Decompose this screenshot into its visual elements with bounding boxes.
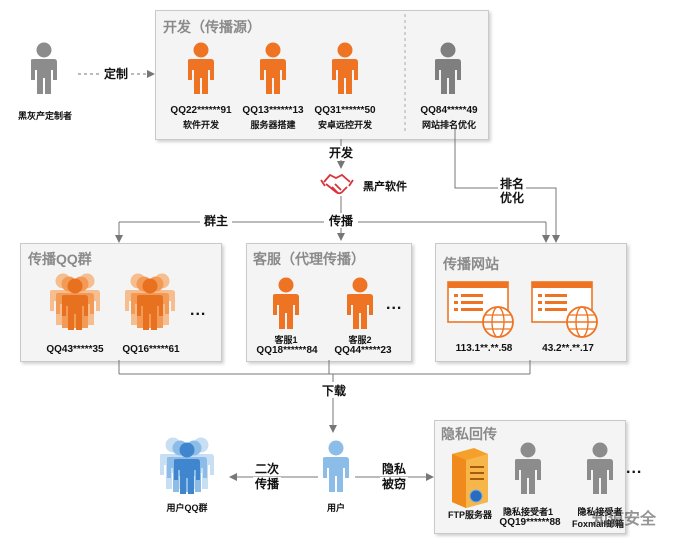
privacy-panel-title: 隐私回传 [441, 426, 497, 442]
website-icon-2 [531, 281, 598, 338]
customizer-label: 黑灰产定制者 [17, 111, 72, 121]
secondary-label: 二次 [253, 462, 281, 476]
privacy-receiver-id-1: QQ19******88 [499, 517, 561, 528]
user-qq-group-label: 用户QQ群 [166, 503, 208, 513]
user-qq-group-icon [160, 437, 214, 494]
spread-label: 传播 [325, 214, 357, 228]
qq-group-id-1: QQ43*****35 [46, 344, 104, 355]
website-icon-1 [447, 281, 514, 338]
watermark-text: 知道安全 [592, 511, 657, 528]
user-person-icon [323, 440, 349, 492]
seo-person-icon [435, 42, 461, 94]
cs-agent-name-2: 客服2 [348, 335, 372, 345]
dev-person-role-3: 安卓远控开发 [317, 120, 372, 130]
cs-agent-name-1: 客服1 [274, 335, 298, 345]
cs-agent-id-1: QQ18******84 [256, 345, 318, 356]
site-ip-1: 113.1**.**.58 [455, 343, 513, 354]
dev-person-role-1: 软件开发 [182, 120, 219, 130]
qq-group-icon-2 [125, 273, 175, 330]
dev-person-id-2: QQ13******13 [242, 105, 304, 116]
cs-agent-id-2: QQ44*****23 [334, 345, 392, 356]
black-software-label: 黑产软件 [363, 181, 407, 193]
customize-label: 定制 [102, 67, 130, 81]
optimize-label: 优化 [498, 191, 526, 205]
stolen-label: 被窃 [380, 477, 408, 491]
develop-label: 开发 [327, 146, 355, 160]
dev-panel-title: 开发（传播源） [163, 19, 261, 35]
site-panel-title: 传播网站 [443, 256, 499, 272]
cs-panel-title: 客服（代理传播） [253, 251, 365, 267]
qq-group-panel-title: 传播QQ群 [28, 251, 92, 267]
site-ip-2: 43.2**.**.17 [542, 343, 594, 354]
qq-group-icon-1 [50, 273, 100, 330]
privacy-more: ... [626, 460, 643, 477]
cs-more: ... [386, 296, 403, 313]
site-panel [435, 243, 627, 362]
dev-person-icon-2 [260, 42, 286, 94]
seo-person-id: QQ84*****49 [420, 105, 478, 116]
handshake-icon [320, 173, 354, 195]
ftp-server-icon [452, 448, 488, 508]
group-owner-label: 群主 [200, 214, 232, 228]
customizer-person-icon [31, 42, 57, 94]
ftp-label: FTP服务器 [448, 510, 492, 520]
privacy-receiver-icon-2 [587, 442, 613, 494]
privacy-label: 隐私 [380, 462, 408, 476]
dev-person-icon-1 [188, 42, 214, 94]
dev-person-id-3: QQ31******50 [314, 105, 376, 116]
privacy-receiver-name-2: 隐私接受者 [577, 507, 623, 517]
cs-agent-icon-2 [347, 277, 373, 329]
seo-person-role: 网站排名优化 [421, 120, 476, 130]
dev-person-id-1: QQ22******91 [170, 105, 232, 116]
secondary2-label: 传播 [253, 477, 281, 491]
user-label: 用户 [326, 503, 345, 513]
dev-person-icon-3 [332, 42, 358, 94]
privacy-receiver-icon-1 [515, 442, 541, 494]
cs-agent-icon-1 [273, 277, 299, 329]
privacy-receiver-id-2: Foxmail邮箱 [571, 519, 624, 529]
dev-person-role-2: 服务器搭建 [250, 120, 296, 130]
qq-group-id-2: QQ16*****61 [122, 344, 180, 355]
ranking-label: 排名 [498, 177, 526, 191]
qq-group-more: ... [190, 302, 207, 319]
download-label: 下载 [319, 384, 349, 398]
privacy-receiver-name-1: 隐私接受者1 [502, 507, 553, 517]
